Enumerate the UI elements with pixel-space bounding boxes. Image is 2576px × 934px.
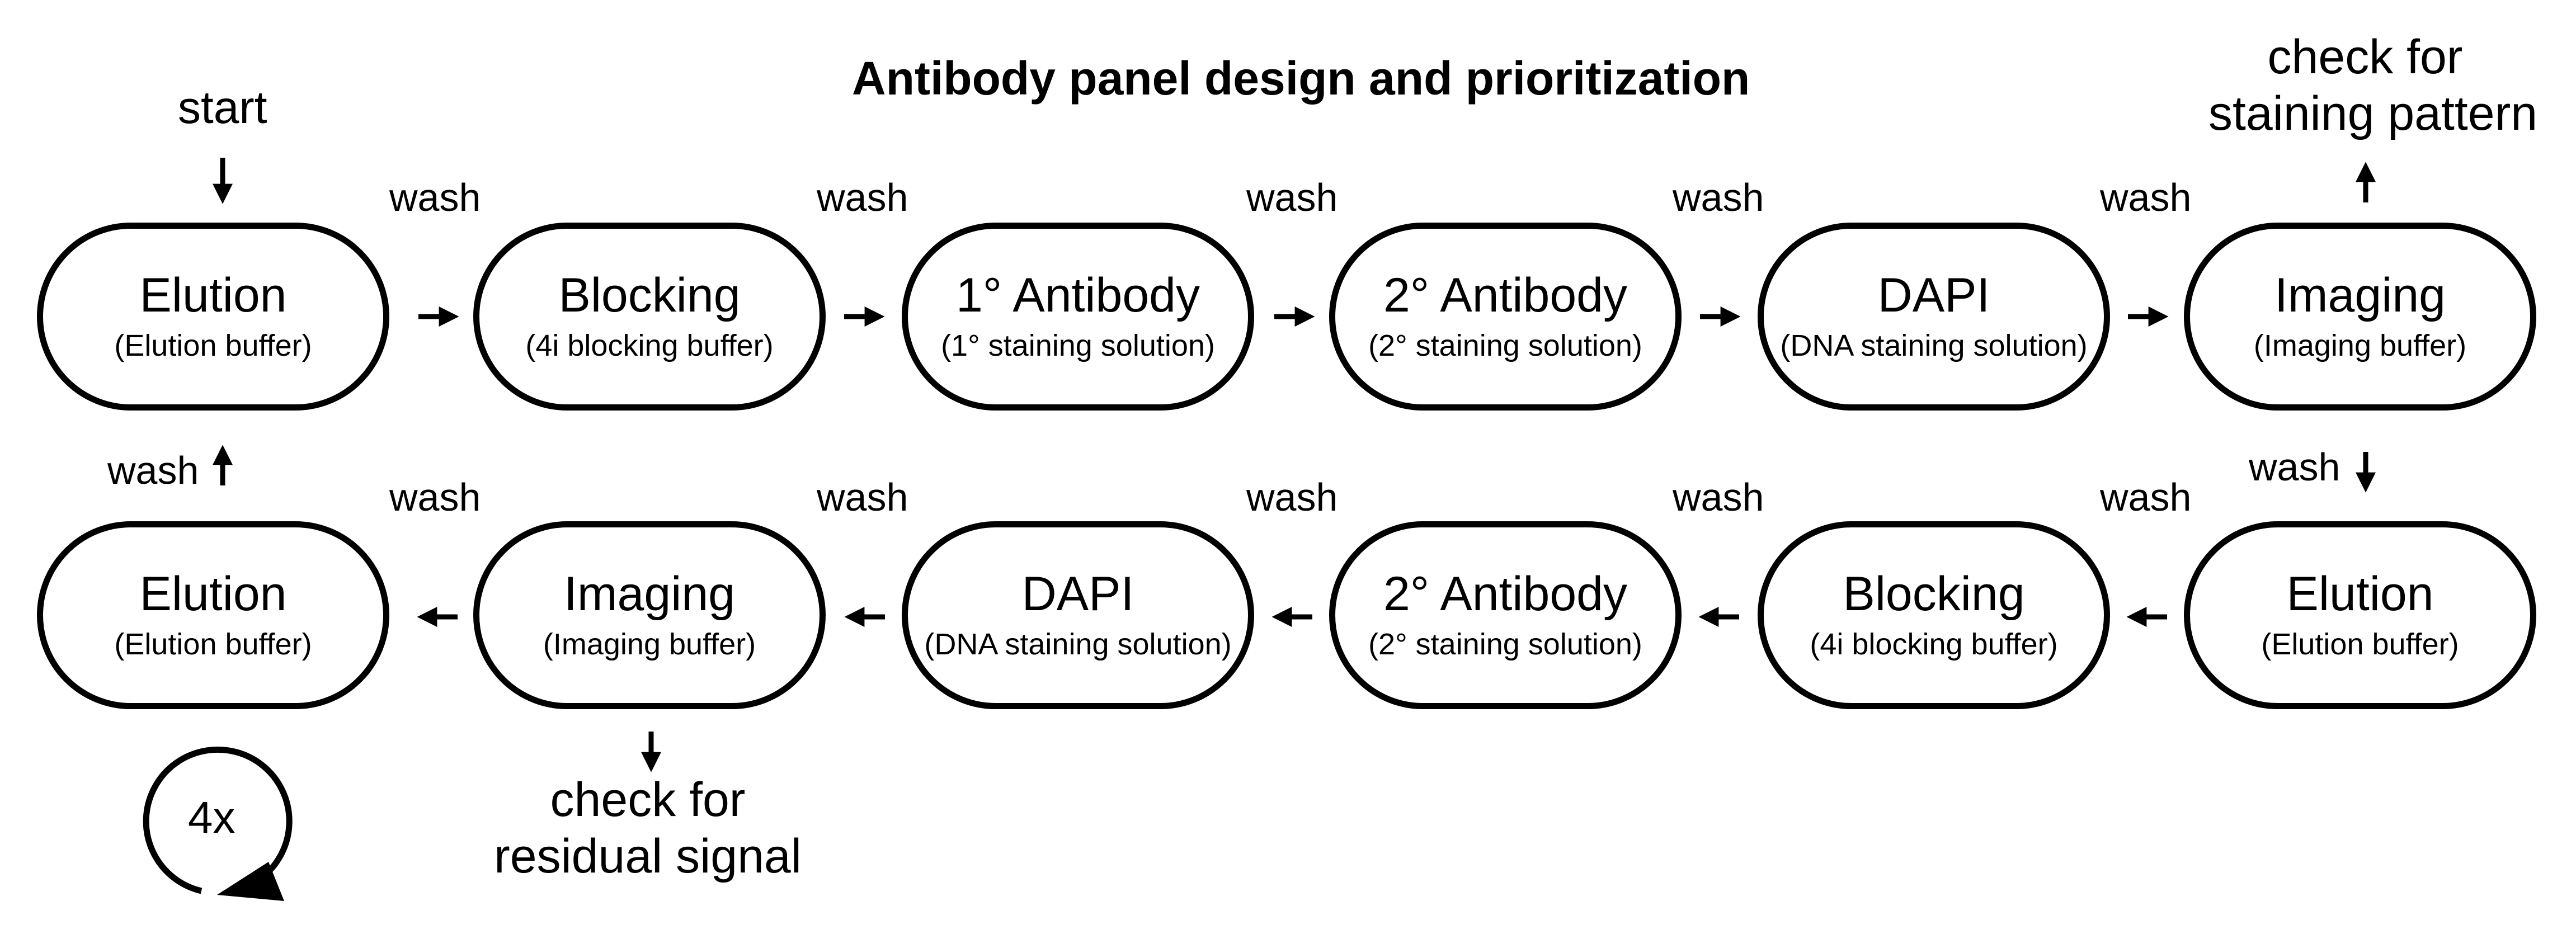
wash-label: wash bbox=[1673, 475, 1764, 519]
step-subtitle: (1° staining solution) bbox=[941, 329, 1215, 363]
wash-label-right: wash bbox=[2249, 445, 2340, 489]
check-residual-line2: residual signal bbox=[494, 829, 802, 884]
step-title: Imaging bbox=[2274, 268, 2446, 322]
step-title: 2° Antibody bbox=[1383, 268, 1628, 322]
step-title: Elution bbox=[139, 567, 287, 621]
wash-label-left: wash bbox=[107, 449, 199, 492]
wash-label: wash bbox=[1673, 176, 1764, 219]
step-subtitle: (2° staining solution) bbox=[1368, 329, 1642, 363]
diagram-title: Antibody panel design and prioritization bbox=[852, 52, 1750, 105]
step-imaging-2: Imaging (Imaging buffer) bbox=[473, 521, 826, 709]
step-primary-antibody: 1° Antibody (1° staining solution) bbox=[902, 223, 1254, 411]
step-secondary-antibody-2: 2° Antibody (2° staining solution) bbox=[1329, 521, 1682, 709]
check-staining-line1: check for bbox=[2267, 30, 2463, 84]
step-title: DAPI bbox=[1877, 268, 1990, 322]
step-subtitle: (Imaging buffer) bbox=[2253, 329, 2467, 363]
step-title: 2° Antibody bbox=[1383, 567, 1628, 621]
step-title: Elution bbox=[2286, 567, 2434, 621]
wash-label: wash bbox=[817, 176, 908, 219]
step-secondary-antibody: 2° Antibody (2° staining solution) bbox=[1329, 223, 1682, 411]
step-elution-2: Elution (Elution buffer) bbox=[2184, 521, 2536, 709]
step-elution-end: Elution (Elution buffer) bbox=[37, 521, 389, 709]
check-staining-line2: staining pattern bbox=[2208, 87, 2538, 141]
step-elution-start: Elution (Elution buffer) bbox=[37, 223, 389, 411]
step-subtitle: (4i blocking buffer) bbox=[1810, 628, 2058, 662]
step-blocking: Blocking (4i blocking buffer) bbox=[473, 223, 826, 411]
step-dapi: DAPI (DNA staining solution) bbox=[1758, 223, 2110, 411]
step-title: 1° Antibody bbox=[955, 268, 1200, 322]
wash-label: wash bbox=[817, 475, 908, 519]
step-title: DAPI bbox=[1021, 567, 1134, 621]
start-label: start bbox=[178, 82, 267, 133]
repeat-loop-arrowhead bbox=[217, 862, 284, 901]
check-residual-line1: check for bbox=[550, 773, 746, 827]
step-subtitle: (DNA staining solution) bbox=[924, 628, 1232, 662]
wash-label: wash bbox=[1246, 475, 1338, 519]
step-subtitle: (Elution buffer) bbox=[114, 628, 312, 662]
step-title: Imaging bbox=[564, 567, 735, 621]
step-title: Elution bbox=[139, 268, 287, 322]
repeat-loop-icon bbox=[143, 746, 293, 894]
step-subtitle: (2° staining solution) bbox=[1368, 628, 1642, 662]
step-subtitle: (Elution buffer) bbox=[2261, 628, 2459, 662]
step-subtitle: (Elution buffer) bbox=[114, 329, 312, 363]
step-imaging: Imaging (Imaging buffer) bbox=[2184, 223, 2536, 411]
step-dapi-2: DAPI (DNA staining solution) bbox=[902, 521, 1254, 709]
check-staining-label: check for staining pattern bbox=[2208, 29, 2538, 143]
step-subtitle: (DNA staining solution) bbox=[1780, 329, 2088, 363]
step-subtitle: (Imaging buffer) bbox=[543, 628, 756, 662]
step-title: Blocking bbox=[558, 268, 741, 322]
check-residual-label: check for residual signal bbox=[491, 772, 804, 885]
wash-label: wash bbox=[2100, 475, 2192, 519]
step-title: Blocking bbox=[1843, 567, 2025, 621]
wash-label: wash bbox=[389, 475, 481, 519]
wash-label: wash bbox=[2100, 176, 2192, 219]
wash-label: wash bbox=[389, 176, 481, 219]
step-blocking-2: Blocking (4i blocking buffer) bbox=[1758, 521, 2110, 709]
step-subtitle: (4i blocking buffer) bbox=[525, 329, 774, 363]
wash-label: wash bbox=[1246, 176, 1338, 219]
repeat-count-label: 4x bbox=[188, 793, 236, 842]
